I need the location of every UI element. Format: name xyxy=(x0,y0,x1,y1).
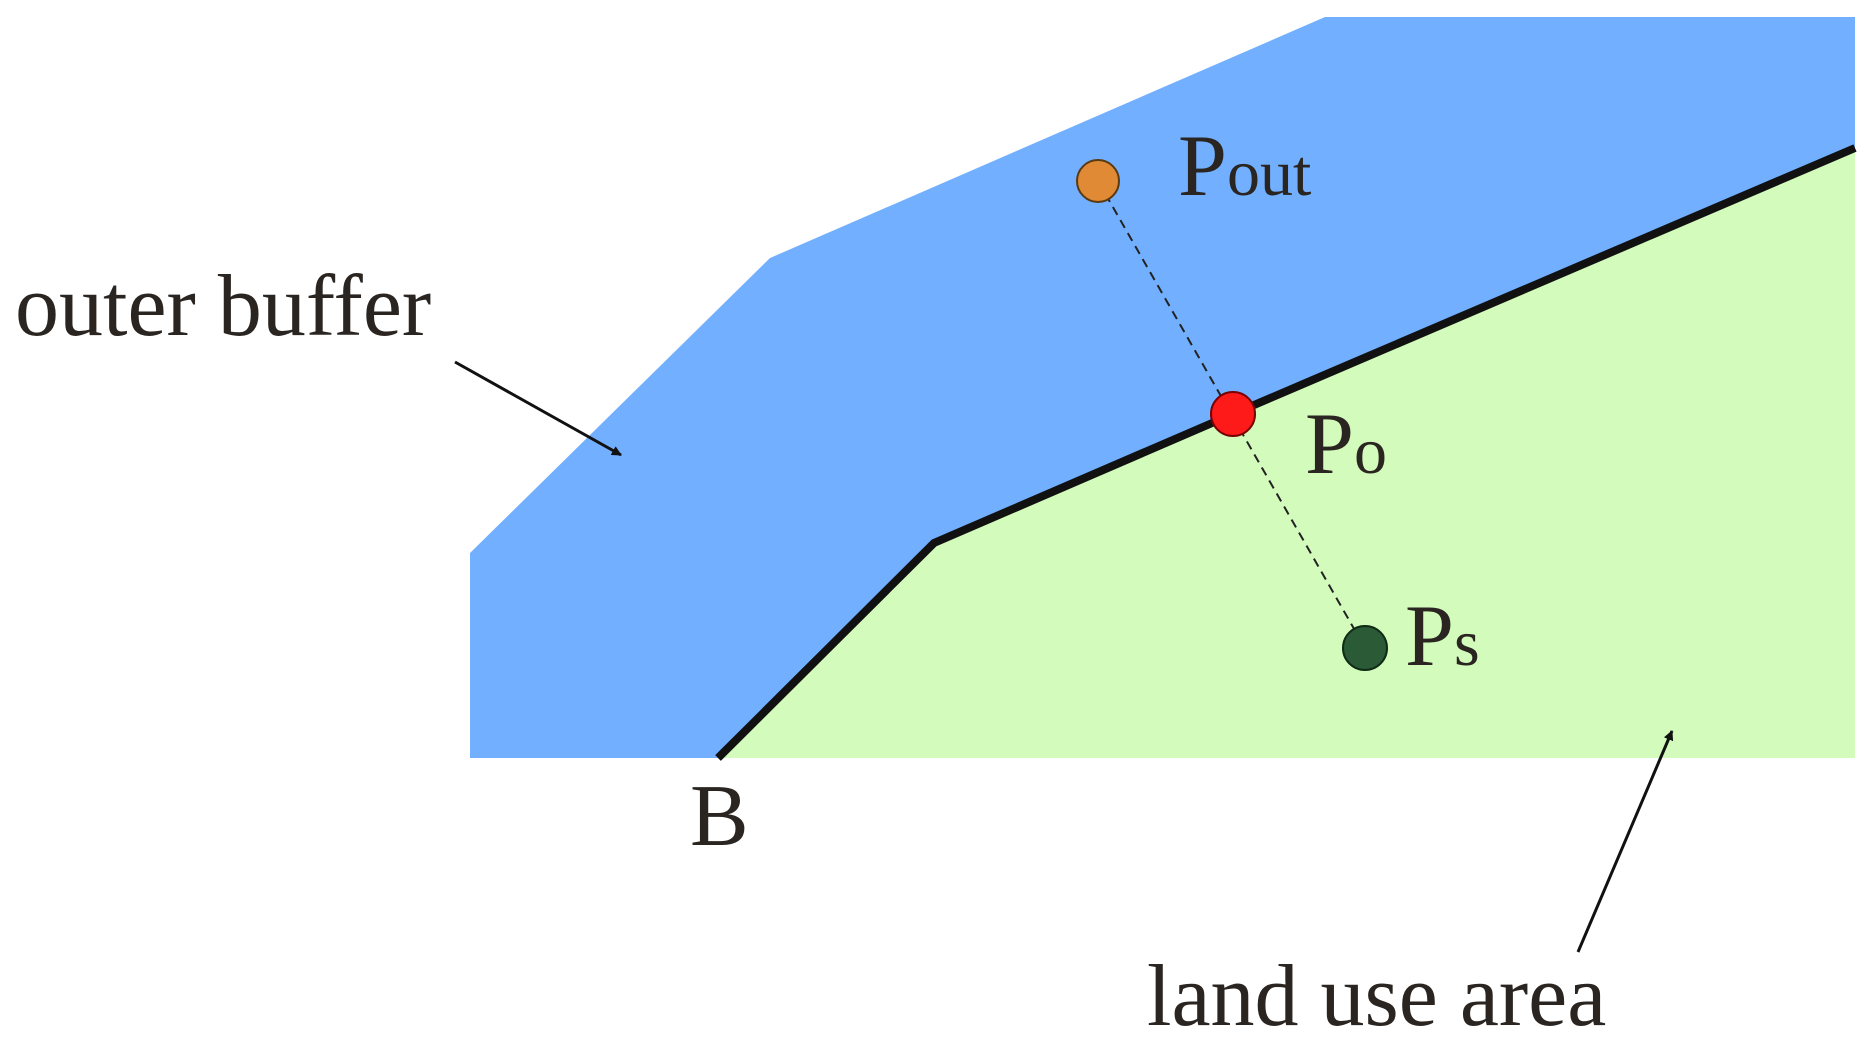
p-out-point xyxy=(1076,159,1120,203)
outer-buffer-label: outer buffer xyxy=(15,258,431,355)
outer-buffer-region xyxy=(470,17,1855,758)
p-s-label: Ps xyxy=(1405,588,1480,685)
boundary-line xyxy=(715,144,1857,761)
boundary-label: B xyxy=(690,768,749,865)
p-out-label: Pout xyxy=(1178,118,1311,215)
outer-buffer-arrow xyxy=(454,360,622,457)
land-use-area-label: land use area xyxy=(1147,948,1606,1045)
p-o-label: Po xyxy=(1305,396,1387,493)
land-use-region xyxy=(718,148,1855,758)
land-use-area-arrow xyxy=(1576,730,1674,953)
p-o-point xyxy=(1210,391,1256,437)
p-s-point xyxy=(1342,625,1388,671)
